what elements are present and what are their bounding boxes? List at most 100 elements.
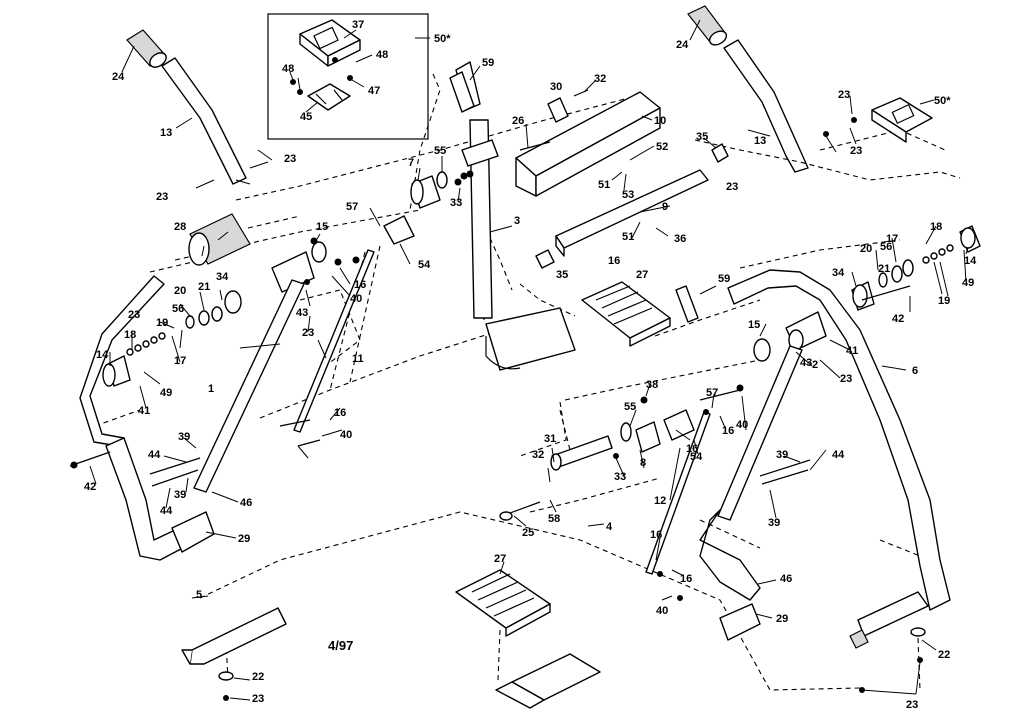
part-label: 23 (838, 89, 850, 101)
part-label: 46 (240, 497, 252, 509)
part-label: 45 (300, 111, 312, 123)
part-label: 18 (930, 221, 942, 233)
part-label: 5 (196, 589, 202, 601)
part-label: 59 (482, 57, 494, 69)
part-label: 20 (860, 243, 872, 255)
part-label: 42 (892, 313, 904, 325)
part-label: 44 (160, 505, 173, 517)
part-label: 1 (208, 383, 214, 395)
part-label: 16 (354, 279, 366, 291)
part-label: 26 (512, 115, 524, 127)
part-label: 28 (174, 221, 186, 233)
part-label: 54 (418, 259, 431, 271)
tube-59-lower (675, 285, 699, 323)
part-label: 16 (686, 443, 698, 455)
frame-tube-6 (727, 269, 951, 611)
block-30 (547, 97, 569, 123)
part-label: 23 (906, 699, 918, 711)
part-label: 24 (112, 71, 125, 83)
part-label: 57 (346, 201, 358, 213)
part-label: 23 (156, 191, 168, 203)
part-label: 43 (296, 307, 308, 319)
part-label: 40 (350, 293, 362, 305)
part-label: 53 (622, 189, 634, 201)
part-label: 32 (532, 449, 544, 461)
part-label: 41 (846, 345, 858, 357)
console-inset-box (267, 13, 430, 140)
base-tube-5 (189, 607, 287, 665)
part-label: 4 (606, 521, 613, 533)
tube-59-upper (449, 71, 475, 113)
part-label: 49 (962, 277, 974, 289)
part-label: 17 (886, 233, 898, 245)
part-label: 14 (96, 349, 109, 361)
lower-right-mechanism (499, 384, 744, 601)
part-label: 6 (912, 365, 918, 377)
part-label: 24 (676, 39, 689, 51)
plate-8 (635, 421, 661, 453)
part-label: 39 (178, 431, 190, 443)
part-label: 8 (640, 457, 646, 469)
part-label: 19 (938, 295, 950, 307)
part-label: 48 (376, 49, 388, 61)
leg-tube-1 (193, 279, 305, 493)
part-label: 39 (776, 449, 788, 461)
part-label: 44 (148, 449, 161, 461)
leader-lines (89, 65, 969, 701)
part-label: 20 (174, 285, 186, 297)
upright-base (485, 307, 576, 371)
part-label: 27 (494, 553, 506, 565)
base-frame (181, 569, 926, 709)
crossbar-and-upper-pedal (535, 97, 729, 347)
part-label: 16 (334, 407, 346, 419)
part-label: 23 (850, 145, 862, 157)
part-label: 25 (522, 527, 534, 539)
part-label: 58 (548, 513, 560, 525)
date-code: 4/97 (328, 638, 353, 653)
link-arm-11 (293, 249, 375, 433)
part-label: 40 (736, 419, 748, 431)
part-label: 37 (352, 19, 364, 31)
part-label: 18 (124, 329, 136, 341)
part-label: 29 (776, 613, 788, 625)
part-label: 16 (608, 255, 620, 267)
part-label: 36 (674, 233, 686, 245)
leg-tube-2 (717, 345, 803, 521)
part-label: 51 (598, 179, 610, 191)
right-leg-assembly (675, 97, 981, 649)
part-label: 29 (238, 533, 250, 545)
part-label: 27 (636, 269, 648, 281)
center-upright (455, 61, 661, 371)
part-label: 15 (316, 221, 328, 233)
part-label: 46 (780, 573, 792, 585)
part-label: 44 (832, 449, 845, 461)
part-label: 7 (408, 157, 414, 169)
part-label: 23 (302, 327, 314, 339)
part-label: 11 (352, 353, 364, 365)
part-label: 2 (812, 359, 818, 371)
part-label: 33 (450, 197, 462, 209)
part-label: 22 (252, 671, 264, 683)
part-label: 54 (690, 451, 703, 463)
right-handlebar (687, 5, 809, 173)
part-label: 56 (880, 241, 892, 253)
left-handlebar (121, 29, 247, 185)
left-leg-assembly (69, 213, 375, 561)
part-label: 10 (654, 115, 666, 127)
part-label: 23 (128, 309, 140, 321)
part-label: 23 (252, 693, 264, 705)
part-label: 48 (282, 63, 294, 75)
part-label: 23 (840, 373, 852, 385)
part-label: 35 (556, 269, 568, 281)
part-label: 40 (656, 605, 668, 617)
part-label: 52 (656, 141, 668, 153)
part-label: 32 (594, 73, 606, 85)
part-label: 17 (174, 355, 186, 367)
part-label: 12 (654, 495, 666, 507)
part-label: 16 (680, 573, 692, 585)
part-label: 41 (138, 405, 150, 417)
part-label: 34 (216, 271, 229, 283)
part-label: 9 (662, 201, 668, 213)
